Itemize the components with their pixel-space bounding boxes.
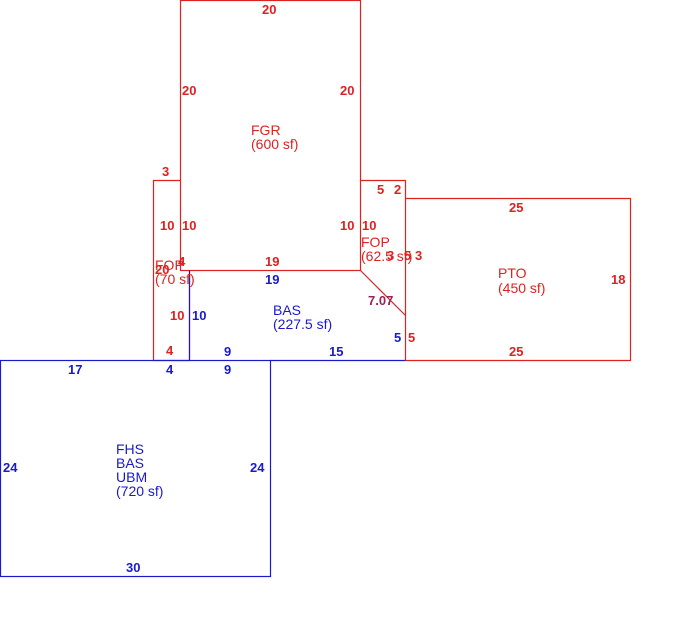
- red-dimensions: 20 20 20 19 3 10 10 20 4 10 4 5 2 10 10 …: [155, 2, 625, 359]
- dim-pto-right: 18: [611, 272, 625, 287]
- dim-fopr-left: 10: [340, 218, 354, 233]
- fop-left-area: (70 sf): [155, 271, 195, 287]
- dim-fopl-overlap: 20: [155, 262, 169, 277]
- fop-right-outline: [360, 179, 407, 361]
- main-outline: [0, 359, 272, 578]
- dim-fopr-r1: 3: [387, 248, 394, 263]
- dim-fopr-r2: 3: [415, 248, 422, 263]
- dim-main-bottom: 30: [126, 560, 140, 575]
- dim-bas-top: 19: [265, 272, 279, 287]
- main-area: (720 sf): [116, 483, 163, 499]
- dim-fgr-right: 20: [340, 83, 354, 98]
- main-line1: FHS: [116, 441, 144, 457]
- fgr-outline: [179, 0, 362, 272]
- pto-outline: [405, 197, 632, 362]
- dim-main-top-a: 17: [68, 362, 82, 377]
- fop-right-area: (62.5 sf): [361, 248, 412, 264]
- blue-dimensions: 19 10 9 15 5 17 4 9 24 24 30: [3, 272, 401, 575]
- dim-fopl-corner: 4: [178, 254, 186, 269]
- dim-bas-left: 10: [192, 308, 206, 323]
- dim-fgr-top: 20: [262, 2, 276, 17]
- dim-bas-right: 5: [394, 330, 401, 345]
- blue-outlines: [0, 270, 406, 578]
- dim-fopl-side-a: 10: [160, 218, 174, 233]
- dim-fopr-top-b: 2: [394, 182, 401, 197]
- pto-code: PTO: [498, 265, 527, 281]
- dim-bas-right-red: 5: [408, 330, 415, 345]
- fop-right-code: FOP: [361, 234, 390, 250]
- dim-fgr-left: 20: [182, 83, 196, 98]
- fgr-code: FGR: [251, 122, 281, 138]
- fop-right-diag: [360, 270, 406, 316]
- dim-pto-bottom: 25: [509, 344, 523, 359]
- dim-bas-bottom-a: 9: [224, 344, 231, 359]
- dim-bas-bottom-b: 15: [329, 344, 343, 359]
- dim-main-left: 24: [3, 460, 18, 475]
- dim-fopl-side-b: 10: [182, 218, 196, 233]
- dim-pto-top: 25: [509, 200, 523, 215]
- dim-main-right: 24: [250, 460, 265, 475]
- fop-left-code: FOP: [155, 257, 184, 273]
- dim-fopr-top-a: 5: [377, 182, 384, 197]
- dim-fopr-r3: 5: [404, 248, 411, 263]
- dim-fopl-bottom: 4: [166, 343, 174, 358]
- dim-fopl-top: 3: [162, 164, 169, 179]
- bas-area: (227.5 sf): [273, 316, 332, 332]
- dim-fopr-side: 10: [362, 218, 376, 233]
- bas-code: BAS: [273, 302, 301, 318]
- dim-fgr-bottom: 19: [265, 254, 279, 269]
- dim-fopl-side-c: 10: [170, 308, 184, 323]
- main-line2: BAS: [116, 455, 144, 471]
- pto-area: (450 sf): [498, 280, 545, 296]
- dim-bas-diag: 7.07: [368, 293, 393, 308]
- dim-main-top-b: 4: [166, 362, 174, 377]
- dim-main-top-c: 9: [224, 362, 231, 377]
- fgr-area: (600 sf): [251, 136, 298, 152]
- main-line3: UBM: [116, 469, 147, 485]
